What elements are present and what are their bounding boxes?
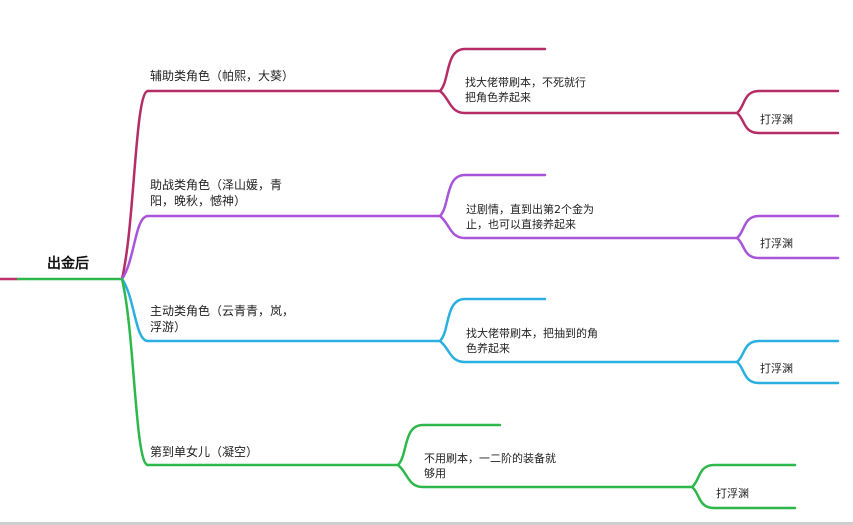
branch-4-curve <box>120 277 150 467</box>
branch-4-label: 第到单女儿（凝空） <box>150 445 259 459</box>
branch-2-leaf-underline <box>735 236 840 260</box>
branch-3-leaf: 打浮渊 <box>760 362 793 375</box>
branch-4-upper-stub <box>396 423 502 467</box>
bottom-scroll-edge <box>0 522 853 525</box>
branch-2-curve <box>120 214 150 281</box>
branch-1-leaf: 打浮渊 <box>760 113 793 126</box>
branch-4-leaf: 打浮渊 <box>716 487 749 500</box>
branch-1-detail-underline <box>438 89 739 115</box>
branch-4-leaf-upper <box>690 463 797 489</box>
branch-3-leaf-underline <box>735 360 840 385</box>
branch-4-detail: 不用刷本，一二阶的装备就 够用 <box>424 452 556 480</box>
branch-2-label: 助战类角色（泽山媛，青 阳，晚秋，憾神） <box>150 178 283 209</box>
branch-3-curve <box>120 277 150 343</box>
branch-2-upper-stub <box>438 173 547 218</box>
branch-3-leaf-upper <box>735 339 840 364</box>
branch-2-leaf: 打浮渊 <box>760 237 793 250</box>
branch-1-upper-stub <box>438 47 547 93</box>
branch-2-leaf-upper <box>735 214 840 240</box>
branch-3-upper-stub <box>438 297 547 343</box>
branch-2-detail: 过剧情，直到出第2个金为 止，也可以直接养起来 <box>466 203 594 231</box>
branch-1-leaf-underline <box>735 111 840 135</box>
branch-4-leaf-underline <box>690 485 797 510</box>
root-node-label: 出金后 <box>47 256 89 272</box>
branch-2-detail-underline <box>438 214 739 240</box>
branch-1-leaf-upper <box>735 89 840 115</box>
branch-3-detail: 找大佬带刷本，把抽到的角 色养起来 <box>466 327 598 355</box>
branch-4-detail-underline <box>396 463 694 489</box>
branch-1-curve <box>120 89 150 281</box>
branch-3-detail-underline <box>438 339 739 364</box>
branch-1-detail: 找大佬带刷本，不死就行 把角色养起来 <box>465 76 586 104</box>
branch-3-label: 主动类角色（云青青，岚， 浮游） <box>150 304 295 335</box>
branch-1-label: 辅助类角色（帕熙，大葵） <box>150 69 295 83</box>
